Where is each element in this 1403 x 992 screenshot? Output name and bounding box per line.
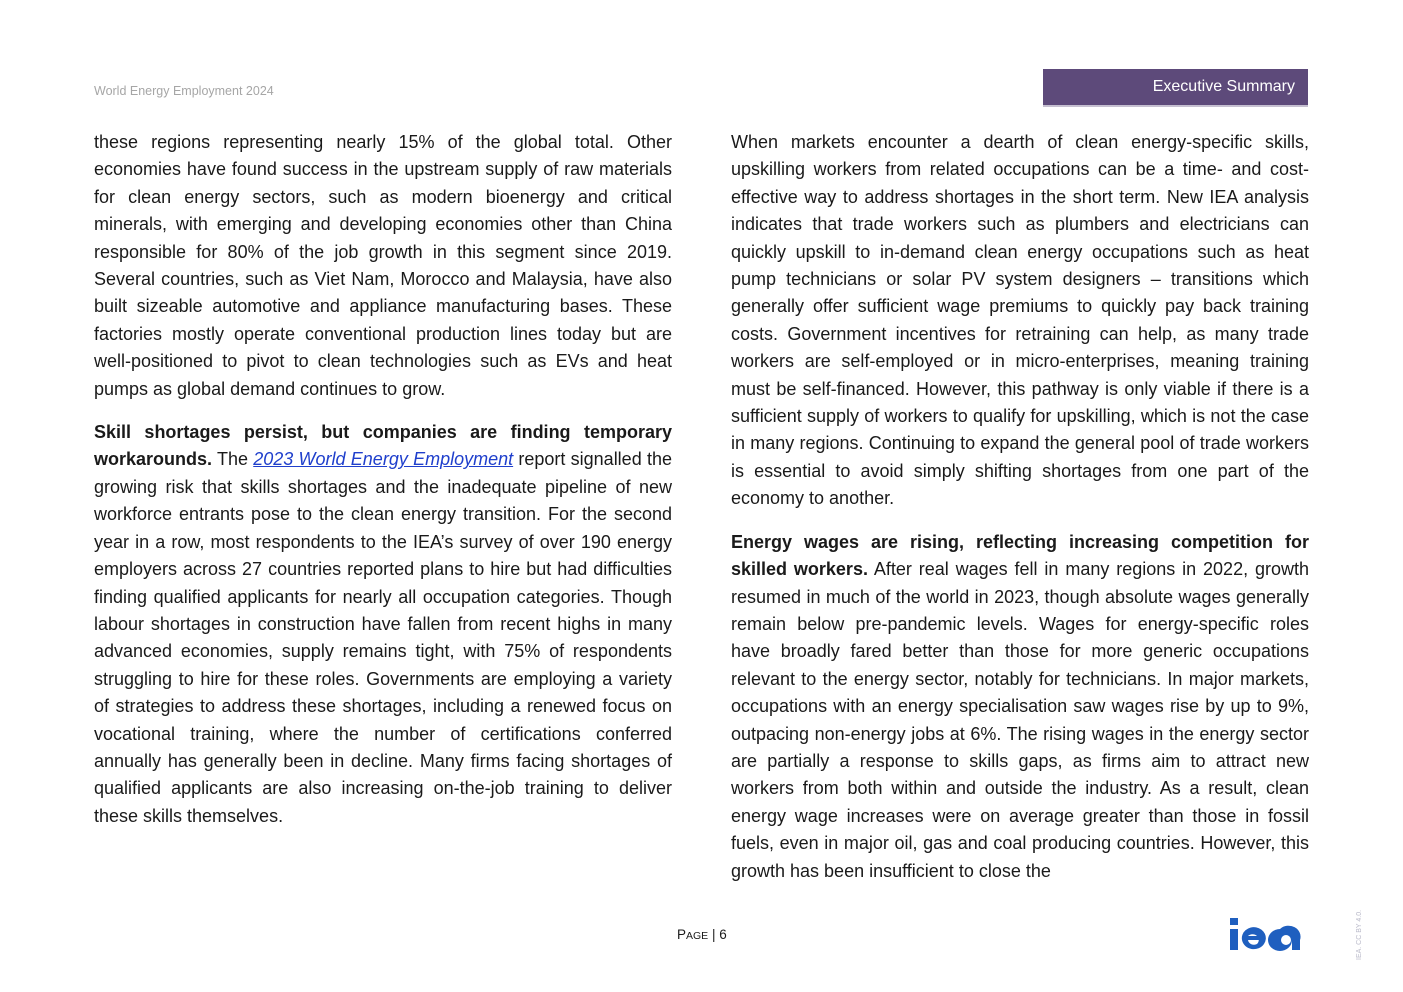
paragraph-lead: Energy wages are rising, reflecting incr… <box>731 531 1309 580</box>
paragraph: Skill shortages persist, but companies a… <box>94 419 672 830</box>
paragraph: these regions representing nearly 15% of… <box>94 132 672 399</box>
iea-logo-icon: iea <box>1230 918 1301 951</box>
page-number-value: 6 <box>719 927 727 942</box>
right-column: When markets encounter a dearth of clean… <box>731 129 1309 901</box>
report-link[interactable]: 2023 World Energy Employment <box>253 449 514 470</box>
paragraph-text: After real wages fell in many regions in… <box>731 559 1309 881</box>
left-column: these regions representing nearly 15% of… <box>94 129 672 846</box>
paragraph-text: report signalled the growing risk that s… <box>94 449 672 826</box>
paragraph: Energy wages are rising, reflecting incr… <box>731 529 1309 885</box>
license-note: IEA. CC BY 4.0. <box>1356 909 1363 960</box>
paragraph-text: The <box>212 449 254 470</box>
page-label-initial: P <box>677 927 687 942</box>
page-number: PAGE | 6 <box>677 927 727 942</box>
page-separator: | <box>708 927 720 942</box>
paragraph: When markets encounter a dearth of clean… <box>731 132 1309 509</box>
running-title: World Energy Employment 2024 <box>94 84 274 98</box>
paragraph-lead: Skill shortages persist, but companies a… <box>94 422 672 470</box>
page-label-rest: AGE <box>686 930 709 942</box>
section-tab: Executive Summary <box>1043 69 1308 107</box>
